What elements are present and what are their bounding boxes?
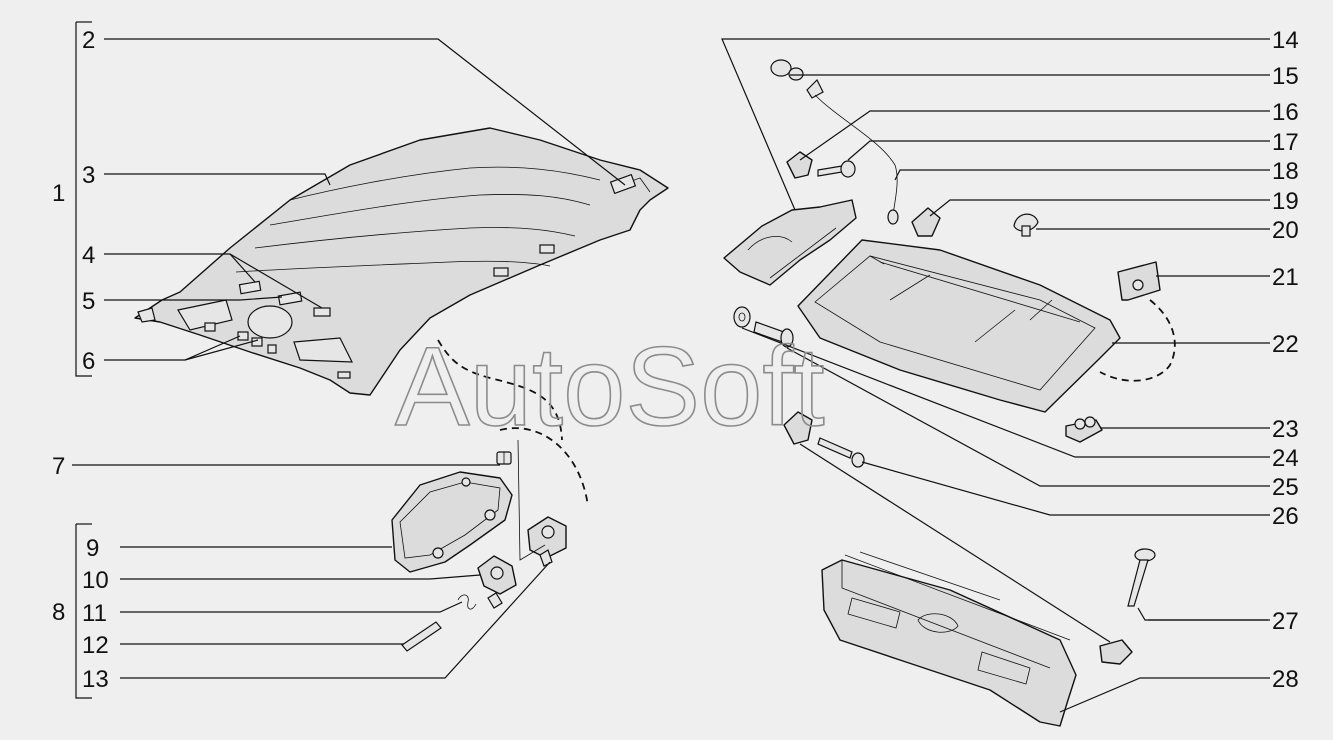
callout-28: 28: [1272, 666, 1299, 693]
cap-20: [1013, 213, 1039, 237]
visor-pin-12: [401, 621, 442, 652]
visor-spring-11: [457, 594, 477, 610]
callout-13: 13: [82, 666, 109, 693]
visor-screw-7: [496, 451, 512, 465]
callout-1: 1: [52, 180, 65, 207]
callout-24: 24: [1272, 445, 1299, 472]
callout-8: 8: [52, 599, 65, 626]
callout-9: 9: [86, 535, 99, 562]
bracket-21: [1117, 261, 1161, 301]
guide-line-4: [517, 439, 546, 561]
sun-visor: [391, 471, 513, 573]
visor-clip-13: [527, 516, 567, 567]
callout-numbers: 1 2 3 4 5 6 7 8 9 10 11 12 13 14 15 16 1…: [52, 27, 1299, 693]
callout-11: 11: [82, 600, 107, 627]
callout-16: 16: [1272, 99, 1299, 126]
callout-21: 21: [1272, 264, 1299, 291]
parcel-shelf-22: [797, 239, 1121, 413]
clip-26: [783, 411, 813, 445]
callout-10: 10: [82, 567, 109, 594]
guide-dash-3: [1099, 299, 1176, 382]
callout-5: 5: [82, 288, 95, 315]
watermark-text: AutoSoft: [395, 324, 825, 449]
fastener-19: [911, 207, 941, 237]
headliner-panel: [134, 127, 669, 396]
rear-trim-28: [821, 551, 1077, 727]
callout-17: 17: [1272, 129, 1299, 156]
visor-bracket-10: [477, 555, 517, 609]
callout-19: 19: [1272, 188, 1299, 215]
screw-27: [1127, 548, 1156, 607]
callout-20: 20: [1272, 217, 1299, 244]
callout-6: 6: [82, 348, 95, 375]
screw-26b: [817, 437, 865, 468]
callout-4: 4: [82, 242, 95, 269]
clip-27: [1099, 639, 1133, 665]
callout-22: 22: [1272, 331, 1299, 358]
guide-dash-2: [499, 427, 589, 507]
callout-23: 23: [1272, 416, 1299, 443]
push-clip-15: [770, 59, 804, 81]
nut-17: [786, 151, 813, 179]
callout-25: 25: [1272, 474, 1299, 501]
side-trim-14: [723, 199, 857, 286]
callout-15: 15: [1272, 63, 1299, 90]
callout-27: 27: [1272, 608, 1299, 635]
callout-2: 2: [82, 27, 95, 54]
callout-12: 12: [82, 632, 109, 659]
callout-14: 14: [1272, 27, 1299, 54]
leader-lines: [72, 21, 1270, 713]
callout-3: 3: [82, 162, 95, 189]
washer-24: [733, 306, 751, 328]
callout-7: 7: [52, 453, 65, 480]
screw-17b: [817, 160, 856, 178]
clip-16: [806, 78, 899, 225]
bumper-23: [1065, 416, 1103, 443]
guide-dash-1: [437, 339, 563, 441]
callout-18: 18: [1272, 158, 1299, 185]
callout-26: 26: [1272, 503, 1299, 530]
bolt-25: [753, 321, 794, 348]
